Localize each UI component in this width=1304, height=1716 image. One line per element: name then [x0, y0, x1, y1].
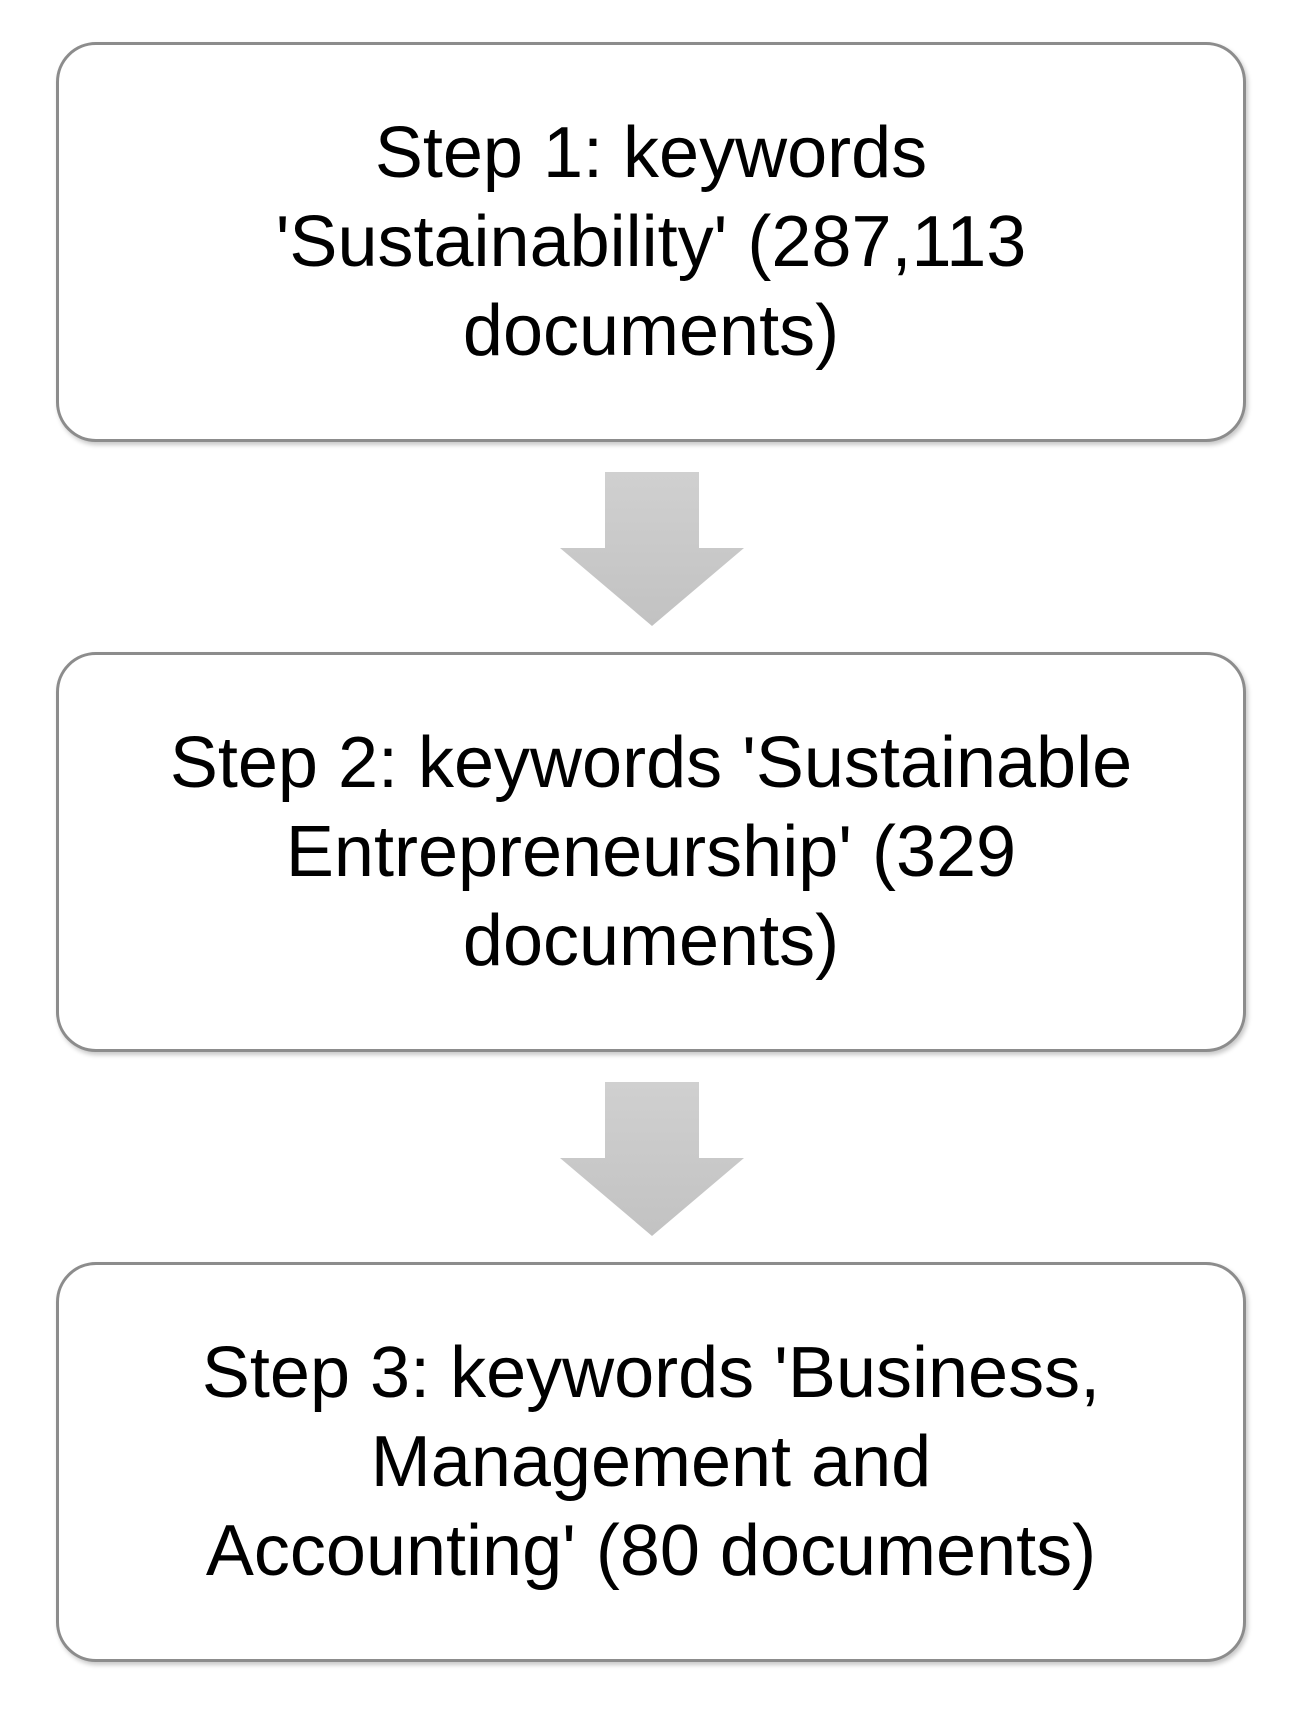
down-arrow-icon	[560, 1082, 744, 1236]
step-3-text: Step 3: keywords 'Business, Management a…	[81, 1329, 1221, 1596]
step-1-box: Step 1: keywords 'Sustainability' (287,1…	[56, 42, 1246, 442]
step-2-line-3: documents)	[462, 900, 840, 981]
step-2-line-2: Entrepreneurship' (329	[285, 811, 1017, 892]
step-3-line-2: Management and	[370, 1421, 932, 1502]
step-2-box: Step 2: keywords 'Sustainable Entreprene…	[56, 652, 1246, 1052]
step-2-text: Step 2: keywords 'Sustainable Entreprene…	[81, 719, 1221, 986]
step-3-box: Step 3: keywords 'Business, Management a…	[56, 1262, 1246, 1662]
down-arrow-icon	[560, 472, 744, 626]
step-1-text: Step 1: keywords 'Sustainability' (287,1…	[81, 109, 1221, 376]
step-1-line-3: documents)	[462, 290, 840, 371]
step-3-line-1: Step 3: keywords 'Business,	[201, 1332, 1101, 1413]
step-2-line-1: Step 2: keywords 'Sustainable	[169, 722, 1133, 803]
step-1-line-1: Step 1: keywords	[374, 112, 928, 193]
step-3-line-3: Accounting' (80 documents)	[205, 1510, 1097, 1591]
step-1-line-2: 'Sustainability' (287,113	[275, 201, 1027, 282]
